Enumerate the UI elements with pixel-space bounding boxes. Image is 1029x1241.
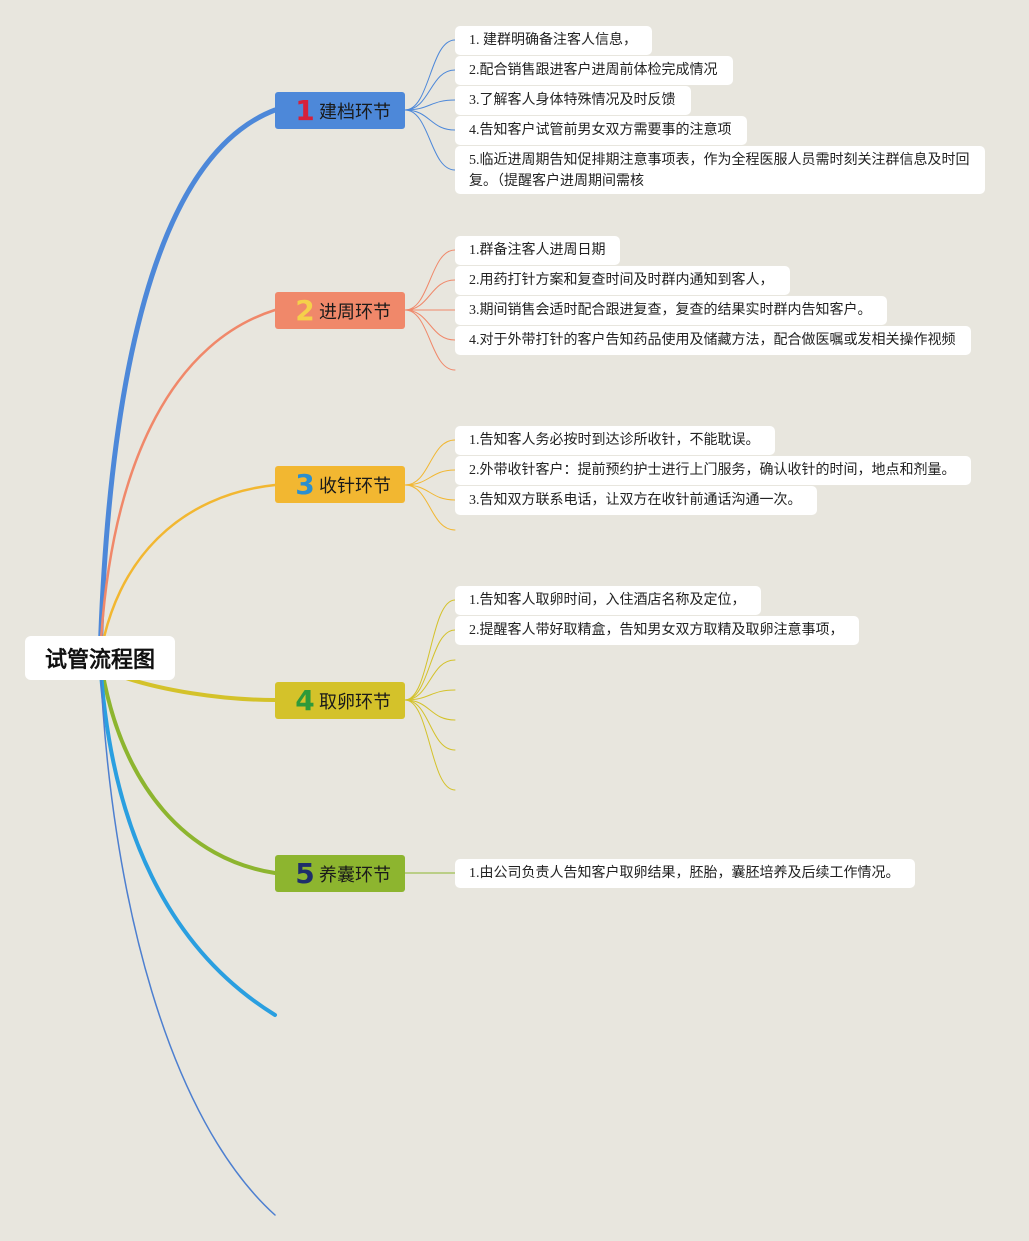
task-2-1[interactable]: 1.群备注客人进周日期: [455, 236, 620, 265]
task-connector-4-4: [404, 689, 456, 701]
task-2-3[interactable]: 3.期间销售会适时配合跟进复查，复查的结果实时群内告知客户。: [455, 296, 887, 325]
task-connector-1-1: [404, 39, 456, 111]
stage-number-2: 2: [295, 293, 315, 327]
task-4-2[interactable]: 2.提醒客人带好取精盒，告知男女双方取精及取卵注意事项，: [455, 616, 859, 645]
task-connector-3-1: [404, 439, 456, 486]
task-connector-1-3: [404, 99, 456, 111]
stage-node-2[interactable]: 2 进周环节: [275, 292, 405, 329]
branch-extra-thin: [99, 657, 276, 1216]
task-connector-4-2: [404, 629, 456, 701]
task-1-3[interactable]: 3.了解客人身体特殊情况及时反馈: [455, 86, 691, 115]
stage-number-4: 4: [295, 683, 315, 717]
stage-node-4[interactable]: 4 取卵环节: [275, 682, 405, 719]
task-connector-3-3: [404, 484, 456, 501]
task-3-3[interactable]: 3.告知双方联系电话，让双方在收针前通话沟通一次。: [455, 486, 817, 515]
branch-extra-blue: [98, 656, 277, 1017]
task-connector-2-4: [404, 309, 456, 341]
stage-label-1: 建档环节: [319, 101, 391, 123]
task-connector-2-1: [404, 249, 456, 311]
task-connector-4-7: [404, 699, 456, 791]
stage-number-3: 3: [295, 467, 315, 501]
branch-stage-5: [98, 656, 277, 875]
stage-node-5[interactable]: 5 养囊环节: [275, 855, 405, 892]
task-2-2[interactable]: 2.用药打针方案和复查时间及时群内通知到客人，: [455, 266, 790, 295]
branch-stage-3: [98, 483, 277, 660]
branch-stage-4: [118, 674, 277, 702]
stage-node-1[interactable]: 1 建档环节: [275, 92, 405, 129]
task-connector-1-5: [404, 109, 456, 171]
task-4-1[interactable]: 1.告知客人取卵时间，入住酒店名称及定位，: [455, 586, 761, 615]
task-1-1[interactable]: 1. 建群明确备注客人信息，: [455, 26, 652, 55]
task-connector-1-4: [404, 109, 456, 131]
task-3-2[interactable]: 2.外带收针客户：提前预约护士进行上门服务，确认收针的时间，地点和剂量。: [455, 456, 971, 485]
stage-label-4: 取卵环节: [319, 691, 391, 713]
task-connector-4-3: [404, 659, 456, 701]
task-connector-3-2: [404, 469, 456, 486]
root-node[interactable]: 试管流程图: [25, 636, 175, 680]
task-connector-3-4: [404, 484, 456, 531]
stage-number-1: 1: [295, 93, 315, 127]
task-3-1[interactable]: 1.告知客人务必按时到达诊所收针，不能耽误。: [455, 426, 775, 455]
task-connector-4-1: [404, 599, 456, 701]
task-connector-4-6: [404, 699, 456, 751]
branch-stage-1: [97, 107, 278, 661]
task-1-2[interactable]: 2.配合销售跟进客户进周前体检完成情况: [455, 56, 733, 85]
branch-stage-2: [98, 308, 277, 660]
stage-label-2: 进周环节: [319, 301, 391, 323]
task-5-1[interactable]: 1.由公司负责人告知客户取卵结果，胚胎，囊胚培养及后续工作情况。: [455, 859, 915, 888]
root-title: 试管流程图: [44, 648, 155, 673]
task-connector-2-5: [404, 309, 456, 371]
task-connector-1-2: [404, 69, 456, 111]
task-connector-4-5: [404, 699, 456, 721]
task-1-5[interactable]: 5.临近进周期告知促排期注意事项表，作为全程医服人员需时刻关注群信息及时回复。（…: [455, 146, 985, 194]
task-1-4[interactable]: 4.告知客户试管前男女双方需要事的注意项: [455, 116, 747, 145]
task-2-4[interactable]: 4.对于外带打针的客户告知药品使用及储藏方法，配合做医嘱或发相关操作视频: [455, 326, 971, 355]
stage-number-5: 5: [295, 856, 315, 890]
stage-node-3[interactable]: 3 收针环节: [275, 466, 405, 503]
stage-label-3: 收针环节: [319, 475, 391, 497]
task-connector-2-2: [404, 279, 456, 311]
stage-label-5: 养囊环节: [319, 864, 391, 886]
